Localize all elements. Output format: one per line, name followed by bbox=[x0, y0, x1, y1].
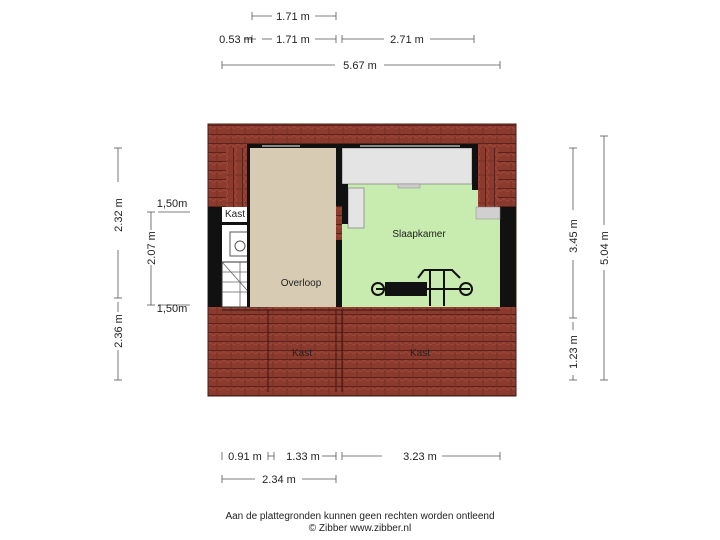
boiler-icon bbox=[234, 240, 246, 252]
dim-right-2: 5.04 m bbox=[599, 231, 611, 265]
overloop-floor bbox=[250, 148, 336, 307]
footer-copyright: © Zibber www.zibber.nl bbox=[308, 523, 412, 534]
top-dimensions bbox=[221, 12, 501, 69]
dim-bottom-4: 2.34 m bbox=[262, 474, 296, 486]
dim-top-4: 2.71 m bbox=[390, 34, 424, 46]
dim-left-5: 1,50m bbox=[157, 303, 188, 315]
dim-top-3: 1.71 m bbox=[276, 34, 310, 46]
dim-right-1: 3.45 m bbox=[568, 219, 580, 253]
left-dimensions bbox=[114, 147, 190, 381]
bottom-dimensions bbox=[221, 452, 501, 483]
footer-disclaimer: Aan de plattegronden kunnen geen rechten… bbox=[225, 511, 495, 522]
roof-strip-right bbox=[478, 148, 498, 208]
right-dimensions bbox=[569, 135, 608, 381]
dim-left-2: 2.07 m bbox=[146, 231, 158, 265]
kast-dividers bbox=[222, 309, 500, 392]
stair-steps bbox=[221, 261, 263, 308]
wall-left bbox=[208, 207, 222, 307]
slaapkamer-floor-ext bbox=[478, 207, 500, 307]
label-kast-right: Kast bbox=[410, 348, 430, 359]
dim-bottom-2: 1.33 m bbox=[286, 451, 320, 463]
label-slaapkamer: Slaapkamer bbox=[392, 229, 446, 240]
dim-bottom-3: 3.23 m bbox=[403, 451, 437, 463]
dim-top-2: 0.53 m bbox=[219, 34, 253, 46]
label-overloop: Overloop bbox=[281, 278, 322, 289]
wardrobe bbox=[341, 147, 473, 185]
dim-left-4: 1,50m bbox=[157, 198, 188, 210]
fitness-machine-icon bbox=[371, 269, 473, 306]
dim-left-1: 2.32 m bbox=[113, 198, 125, 232]
dim-top-5: 5.67 m bbox=[343, 60, 377, 72]
cabinet bbox=[475, 206, 501, 220]
dim-right-3: 1.23 m bbox=[568, 335, 580, 369]
dim-top-1: 1.71 m bbox=[276, 11, 310, 23]
dim-bottom-1: 0.91 m bbox=[228, 451, 262, 463]
shelf bbox=[397, 183, 421, 189]
label-kast-left: Kast bbox=[292, 348, 312, 359]
roof-strip-left bbox=[226, 148, 248, 208]
desk bbox=[347, 187, 365, 229]
wall-right bbox=[500, 207, 516, 307]
dim-left-3: 2.36 m bbox=[113, 314, 125, 348]
label-kast-small: Kast bbox=[225, 209, 245, 220]
